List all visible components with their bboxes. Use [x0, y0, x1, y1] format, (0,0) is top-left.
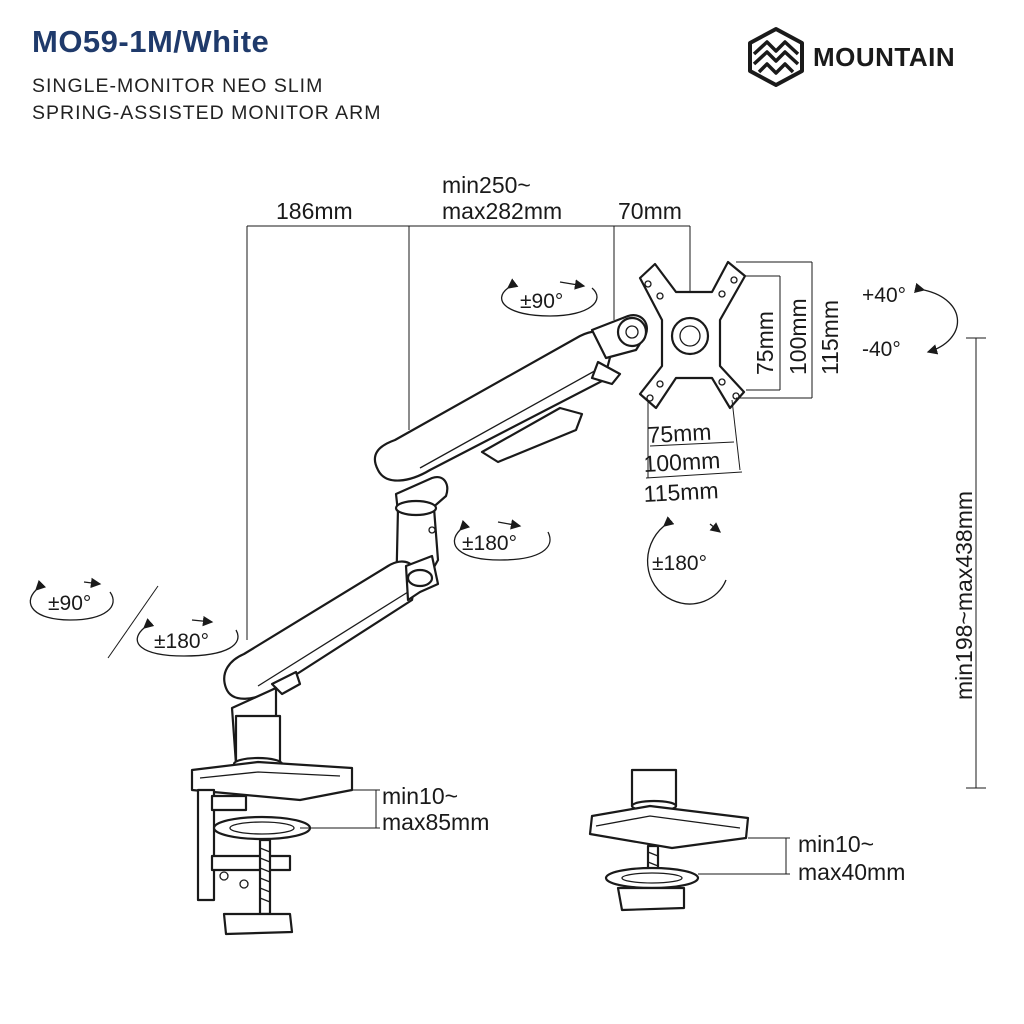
base-rotation-label: ±180°	[154, 630, 209, 653]
base-rotation-indicator	[136, 615, 239, 657]
head-offset-label: 70mm	[618, 198, 682, 224]
tilt-indicator	[913, 282, 959, 355]
head-swivel-indicator	[501, 278, 598, 317]
upper-arm	[373, 314, 648, 482]
base-column	[230, 686, 284, 772]
height-range-label: min198~max438mm	[951, 491, 977, 700]
base-divider-line	[107, 585, 159, 659]
brand-name: MOUNTAIN	[813, 41, 956, 72]
vesa-plate	[638, 260, 747, 410]
elbow-swivel-indicator	[453, 519, 551, 561]
vesa-v-75-label: 75mm	[752, 311, 778, 375]
arm-length-min-label: min250~	[442, 172, 531, 198]
tilt-down-label: -40°	[862, 338, 901, 361]
vesa-v-115-label: 115mm	[817, 300, 843, 375]
subtitle-line-1: SINGLE-MONITOR NEO SLIM	[32, 75, 324, 97]
subtitle-line-2: SPRING-ASSISTED MONITOR ARM	[32, 102, 382, 124]
screen-rotation-label: ±180°	[652, 552, 707, 575]
desk-clamp	[190, 760, 354, 936]
product-title: MO59-1M/White	[32, 24, 270, 59]
base-swivel-label: ±90°	[48, 592, 91, 615]
height-dimension	[966, 337, 986, 789]
vesa-v-100-label: 100mm	[785, 298, 811, 375]
grommet-min-label: min10~	[798, 831, 874, 857]
grommet-mount	[588, 768, 750, 912]
head-swivel-label: ±90°	[520, 290, 563, 313]
vesa-h-100-label: 100mm	[643, 447, 721, 477]
brand-logo: MOUNTAIN	[745, 26, 955, 88]
upper-reach-label: 186mm	[276, 198, 353, 224]
elbow-swivel-label: ±180°	[462, 532, 517, 555]
vesa-vertical-dims	[736, 261, 813, 399]
vesa-h-75-label: 75mm	[647, 419, 712, 448]
top-dimension-lines	[246, 225, 691, 640]
vesa-horizontal-dims	[645, 399, 743, 479]
tilt-up-label: +40°	[862, 284, 906, 307]
clamp-max-label: max85mm	[382, 809, 489, 835]
arm-length-max-label: max282mm	[442, 198, 562, 224]
base-swivel-indicator	[29, 577, 114, 621]
screen-rotation-indicator	[646, 516, 727, 605]
clamp-min-label: min10~	[382, 783, 458, 809]
vesa-h-115-label: 115mm	[643, 477, 719, 507]
grommet-max-label: max40mm	[798, 859, 905, 885]
mountain-logo-icon	[748, 27, 804, 87]
lower-arm	[223, 554, 440, 700]
